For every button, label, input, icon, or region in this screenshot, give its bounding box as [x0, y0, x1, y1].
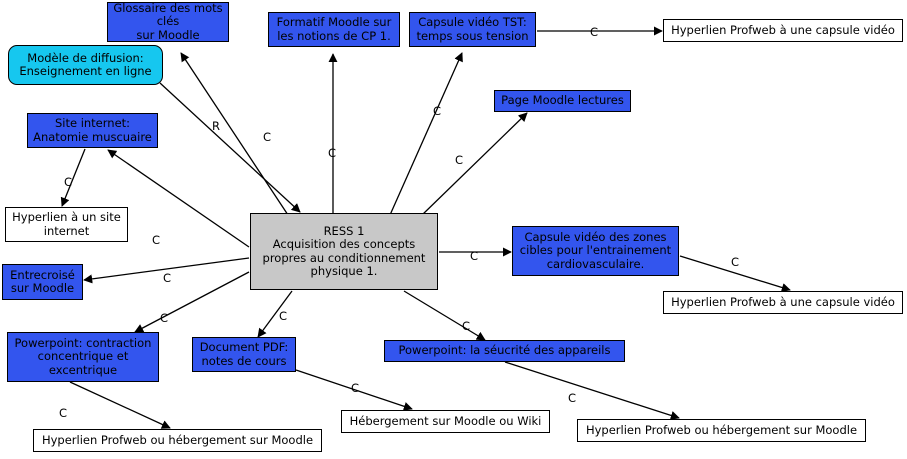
node-powerpoint_secu[interactable]: Powerpoint: la séucrité des appareils [384, 340, 625, 362]
node-modele[interactable]: Modèle de diffusion: Enseignement en lig… [8, 45, 163, 85]
edge-e-ress1-glossaire [180, 52, 289, 216]
edge-label-e-ress1-ppsecurite: C [462, 319, 471, 333]
edge-label-e-ppcontr-hyperheberg: C [59, 406, 68, 420]
node-capsule_tst[interactable]: Capsule vidéo TST: temps sous tension [409, 12, 536, 47]
edge-label-e-capsuletst-hyper: C [590, 25, 599, 39]
edge-label-e-modele-ress1: R [212, 119, 220, 133]
edge-label-e-ress1-siteinternet: C [152, 233, 161, 247]
node-powerpoint_contr[interactable]: Powerpoint: contraction concentrique et … [7, 332, 159, 382]
node-formatif[interactable]: Formatif Moodle sur les notions de CP 1. [268, 12, 400, 47]
edge-label-e-ress1-formatif: C [328, 146, 337, 160]
edge-e-ppcontr-hyperheberg [69, 381, 171, 429]
node-hyper_heberg_left[interactable]: Hyperlien Profweb ou hébergement sur Moo… [33, 429, 322, 452]
edge-label-e-siteinternet-hyper: C [64, 175, 73, 189]
edge-label-e-ress1-pagemoodle: C [455, 153, 464, 167]
node-site_internet[interactable]: Site internet: Anatomie muscuaire [27, 113, 158, 148]
edge-e-ress1-pagemoodle [420, 112, 528, 217]
node-ress1[interactable]: RESS 1 Acquisition des concepts propres … [250, 213, 438, 290]
edge-e-ress1-ppcontraction [134, 271, 250, 333]
edge-label-e-ress1-ppcontraction: C [160, 311, 169, 325]
edge-label-e-ppsecu-hyperheberg: C [568, 391, 577, 405]
edge-label-e-ress1-capsuletst: C [433, 104, 442, 118]
node-hyper_site[interactable]: Hyperlien à un site internet [5, 207, 128, 242]
edge-label-e-ress1-glossaire: C [263, 130, 272, 144]
edge-e-ress1-siteinternet [107, 149, 250, 248]
node-page_moodle[interactable]: Page Moodle lectures [494, 90, 631, 112]
node-entrecroise[interactable]: Entrecroisé sur Moodle [2, 264, 83, 300]
node-hyper_heberg_bot[interactable]: Hyperlien Profweb ou hébergement sur Moo… [577, 419, 866, 442]
node-hebergement_wiki[interactable]: Hébergement sur Moodle ou Wiki [341, 410, 550, 433]
node-hyper_capsule_bot[interactable]: Hyperlien Profweb à une capsule vidéo [663, 291, 903, 314]
edge-label-e-ress1-docpdf: C [279, 309, 288, 323]
edge-label-e-capsulezones-hyper: C [731, 255, 740, 269]
node-glossaire[interactable]: Glossaire des mots clés sur Moodle [107, 1, 229, 42]
node-document_pdf[interactable]: Document PDF: notes de cours [192, 337, 296, 372]
edge-e-modele-ress1 [159, 82, 301, 213]
node-hyper_capsule_top[interactable]: Hyperlien Profweb à une capsule vidéo [663, 19, 903, 42]
edge-label-e-ress1-entrecroise: C [163, 271, 172, 285]
edge-e-ress1-capsuletst [389, 52, 463, 216]
edge-label-e-ress1-capsulezones: C [470, 249, 479, 263]
node-capsule_zones[interactable]: Capsule vidéo des zones cibles pour l'en… [512, 226, 679, 276]
edge-e-ress1-ppsecurite [403, 290, 486, 341]
edge-label-e-docpdf-heberg: C [351, 381, 360, 395]
